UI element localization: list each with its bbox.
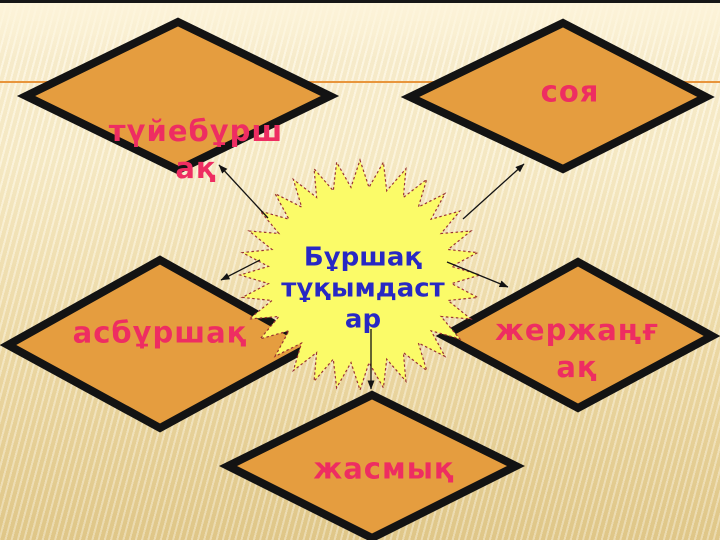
label-zherzhangak: жержаңғ ақ: [495, 312, 659, 386]
label-line: түйебұрш: [108, 114, 284, 148]
center-label-line: Бұршақ: [303, 242, 423, 273]
label-line: ақ: [175, 151, 217, 185]
label-line: ақ: [556, 350, 598, 384]
arrow-to-zherzhangak: [446, 261, 509, 288]
top-border-bar: [0, 0, 720, 3]
label-zhasmyk: жасмық: [313, 451, 454, 488]
label-tuyeburshak: түйебұрш ақ: [109, 113, 283, 187]
label-line: жасмық: [313, 451, 455, 486]
diamond-tuyeburshak: [16, 17, 340, 175]
arrow-to-tuyeburshak: [218, 164, 269, 219]
label-line: соя: [540, 74, 600, 109]
label-line: асбұршақ: [72, 315, 248, 350]
starburst-shape: [237, 158, 483, 392]
center-starburst-label: Бұршақ тұқымдаст ар: [281, 243, 444, 336]
arrow-to-asburshak: [220, 259, 261, 281]
diamond-zherzhangak: [435, 257, 720, 413]
label-line: жержаңғ: [495, 313, 659, 347]
label-asburshak: асбұршақ: [73, 315, 248, 352]
diamond-zhasmyk: [219, 390, 525, 540]
arrow-to-soya: [462, 163, 525, 220]
diamond-soya: [400, 18, 715, 174]
center-label-line: тұқымдаст: [281, 273, 445, 304]
center-label-line: ар: [344, 304, 382, 335]
label-soya: соя: [541, 74, 600, 111]
